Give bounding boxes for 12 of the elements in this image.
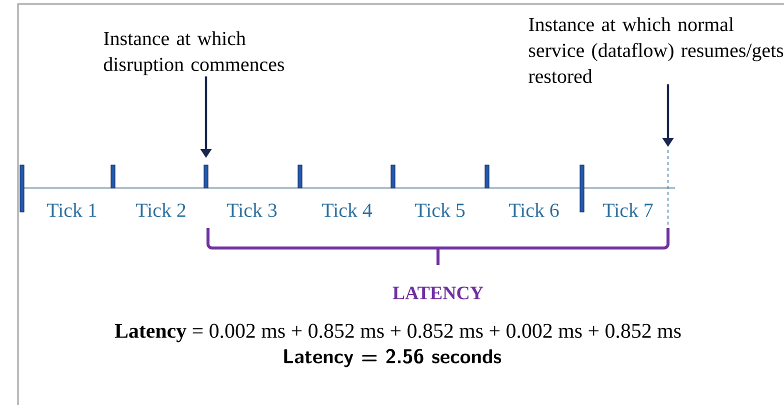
formula-text: Latency = 0.002 ms + 0.852 ms + 0.852 ms + 0.002 ms + 0.852 ms — [114, 324, 681, 342]
result-text: Latency = 2.56 seconds — [284, 348, 502, 368]
tick-label: Tick 3 — [226, 203, 277, 217]
tick-label: Tick 5 — [414, 203, 465, 217]
tick-label: Tick 7 — [602, 203, 653, 217]
tick-label: Tick 2 — [136, 203, 186, 217]
annotation-text: Instance at which normal service (dataflow) resumes/gets restored — [528, 17, 784, 84]
tick-label: Tick 1 — [46, 203, 96, 217]
annotation-text: Instance at which disruption commences — [104, 31, 284, 76]
latency-label: LATENCY — [392, 286, 484, 300]
tick-label: Tick 6 — [508, 203, 559, 217]
tick-label: Tick 4 — [322, 203, 372, 217]
